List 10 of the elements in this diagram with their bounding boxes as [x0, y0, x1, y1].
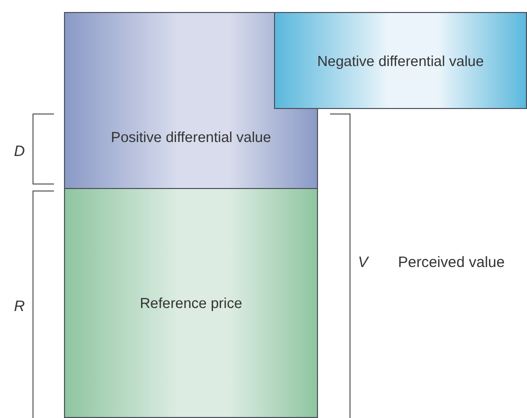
dimension-symbol: V: [358, 254, 368, 271]
dimension-label: Perceived value: [398, 254, 505, 271]
reference-price-box: [64, 188, 318, 418]
box-label: Reference price: [138, 296, 244, 312]
negative-value-box: [274, 12, 527, 109]
box-label: Negative differential value: [316, 54, 485, 70]
dimension-symbol: D: [14, 143, 25, 160]
box-label: Positive differential value: [110, 130, 272, 146]
positive-value-box: [64, 12, 318, 189]
dimension-symbol: R: [14, 298, 25, 315]
